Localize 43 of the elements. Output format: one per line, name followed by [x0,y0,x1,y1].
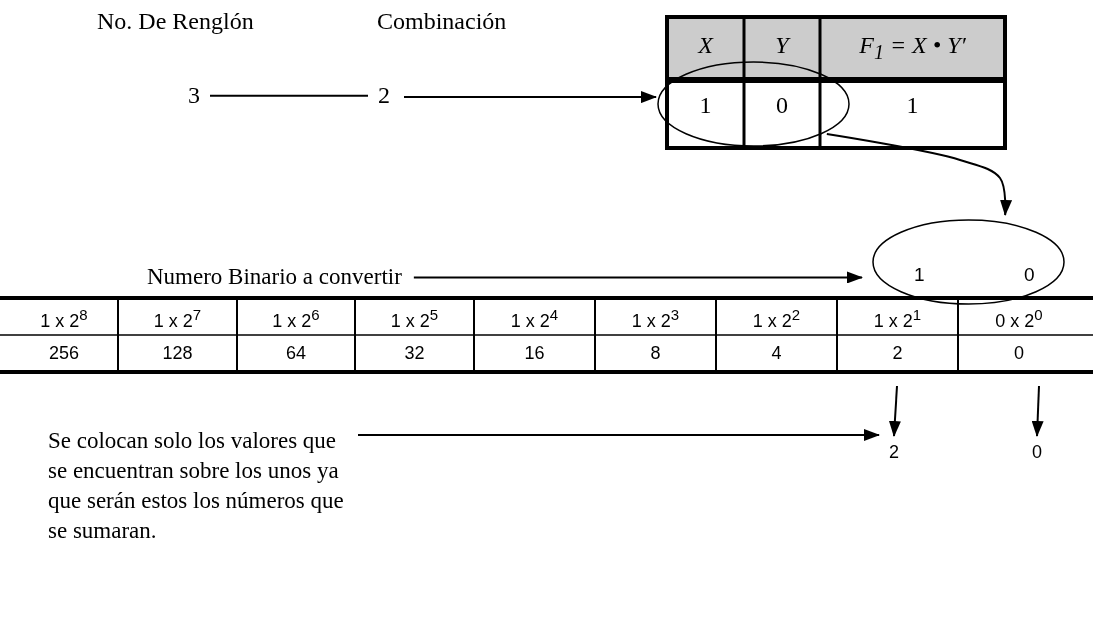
arrow [357,429,880,441]
power-term: 0 x 2$^{0}$ [994,306,1044,332]
binary-digit: 0 [1024,264,1035,286]
place-value: 8 [649,343,662,364]
binary-number-ellipse [872,219,1065,305]
table-column-header: X [696,32,715,60]
column-heading: Combinación [377,8,507,36]
table-cell-value: 0 [775,92,789,120]
power-term: 1 x 2$^{4}$ [509,306,560,332]
power-term: 1 x 2$^{5}$ [389,306,440,332]
connector-line [209,94,369,97]
arrow [1031,385,1044,437]
power-term: 1 x 2$^{2}$ [751,306,802,332]
place-value: 128 [161,343,194,364]
highlight-ellipse [657,61,850,147]
power-term: 1 x 2$^{8}$ [39,306,89,332]
power-term: 1 x 2$^{3}$ [630,306,681,332]
arrow [403,91,657,104]
place-value: 256 [47,343,80,364]
arrow [412,271,863,284]
row-number: 3 [188,82,200,110]
power-term: 1 x 2$^{1}$ [872,306,923,332]
column-heading: No. De Renglón [97,8,254,36]
table-cell-value: 1 [698,92,713,120]
arrow [888,385,901,437]
power-term: 1 x 2$^{6}$ [271,306,321,332]
binary-digit: 1 [914,264,925,286]
selected-value: 0 [1032,442,1042,463]
arrow [825,133,1012,216]
binary-number-label: Numero Binario a convertir [147,264,402,291]
place-value: 4 [770,343,783,364]
place-value: 2 [891,343,904,364]
place-value: 64 [285,343,307,364]
power-term: 1 x 2$^{7}$ [152,306,203,332]
place-value: 0 [1013,343,1025,364]
table-cell-value: 1 [905,92,920,120]
table-column-header: F$_{1}$ = X • Y′ [858,32,967,64]
place-value: 32 [403,343,426,364]
table-column-header: Y [774,32,792,60]
combination-number: 2 [378,82,390,110]
place-value: 16 [523,343,546,364]
explanation-text: Se colocan solo los valores que se encuentran sobre los unos ya que serán estos los números que se sumaran. [48,426,348,546]
selected-value: 2 [889,442,899,463]
